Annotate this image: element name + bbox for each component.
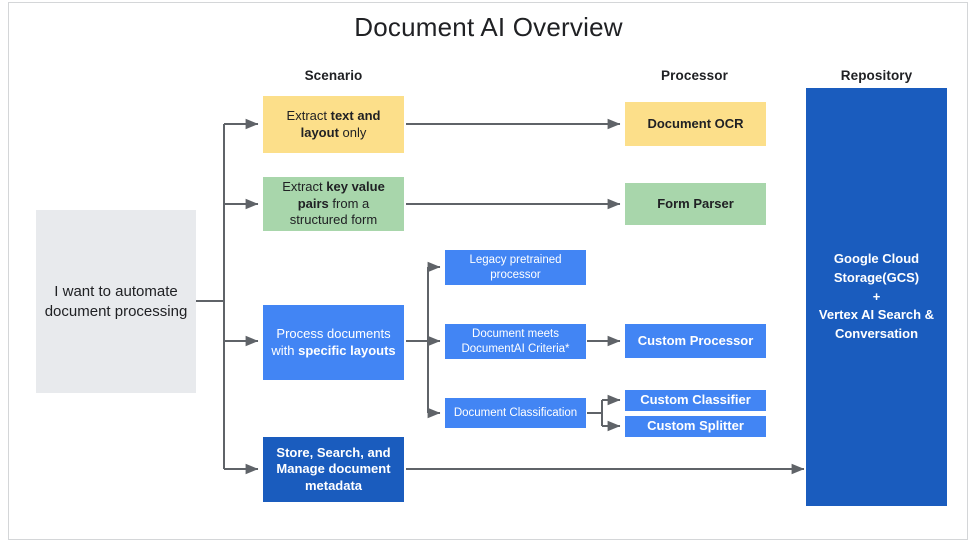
scenario-extract-text-layout-label: Extract text and layout only: [286, 107, 381, 140]
processor-custom-processor[interactable]: Custom Processor: [625, 324, 766, 358]
repository-line-3: +: [872, 288, 881, 304]
repository-line-4: Vertex AI Search &: [818, 307, 935, 323]
processor-custom-splitter-label: Custom Splitter: [647, 418, 744, 434]
processor-form-parser-label: Form Parser: [657, 195, 734, 211]
column-header-repository: Repository: [840, 68, 913, 83]
scenario-extract-text-layout[interactable]: Extract text and layout only: [263, 96, 404, 153]
intermediate-document-meets-criteria-label: Document meets DocumentAI Criteria*: [461, 327, 570, 355]
processor-custom-splitter[interactable]: Custom Splitter: [625, 416, 766, 437]
processor-document-ocr-label: Document OCR: [647, 115, 744, 131]
column-header-processor: Processor: [661, 68, 728, 83]
processor-custom-processor-label: Custom Processor: [637, 332, 754, 348]
scenario-extract-key-value[interactable]: Extract key value pairs from a structure…: [263, 177, 404, 231]
scenario-store-search-manage-label: Store, Search, and Manage document metad…: [276, 444, 391, 493]
scenario-extract-key-value-label: Extract key value pairs from a structure…: [282, 179, 385, 228]
repository-node[interactable]: Google Cloud Storage(GCS) + Vertex AI Se…: [806, 88, 947, 506]
intermediate-document-classification-label: Document Classification: [453, 406, 578, 419]
repository-line-2: Storage(GCS): [833, 269, 920, 285]
column-header-scenario: Scenario: [304, 68, 363, 83]
processor-custom-classifier-label: Custom Classifier: [640, 392, 751, 408]
intermediate-legacy-pretrained-processor-label: Legacy pretrained processor: [469, 253, 562, 281]
intermediate-legacy-pretrained-processor[interactable]: Legacy pretrained processor: [445, 250, 586, 285]
repository-line-1: Google Cloud: [833, 250, 920, 266]
repository-line-5: Conversation: [834, 326, 919, 342]
scenario-store-search-manage[interactable]: Store, Search, and Manage document metad…: [263, 437, 404, 502]
entry-node-label: I want to automate document processing: [44, 283, 188, 320]
page-title: Document AI Overview: [354, 12, 623, 42]
intermediate-document-classification[interactable]: Document Classification: [445, 398, 586, 428]
processor-custom-classifier[interactable]: Custom Classifier: [625, 390, 766, 411]
intermediate-document-meets-criteria[interactable]: Document meets DocumentAI Criteria*: [445, 324, 586, 359]
processor-form-parser[interactable]: Form Parser: [625, 183, 766, 225]
entry-node[interactable]: I want to automate document processing: [36, 210, 196, 393]
processor-document-ocr[interactable]: Document OCR: [625, 102, 766, 146]
scenario-process-specific-layouts-label: Process documents with specific layouts: [271, 325, 396, 358]
scenario-process-specific-layouts[interactable]: Process documents with specific layouts: [263, 305, 404, 380]
